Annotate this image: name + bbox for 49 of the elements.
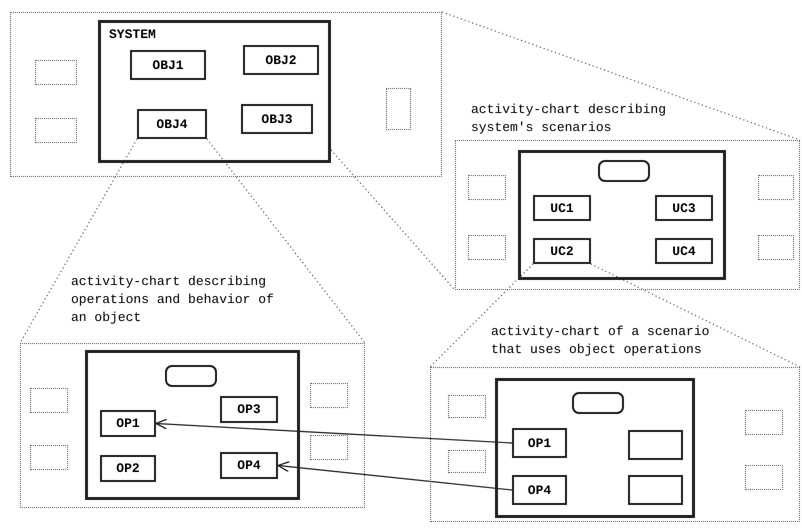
chart-heading: activity-chart describing system's scenarios bbox=[471, 101, 668, 137]
object-box: OBJ3 bbox=[241, 104, 313, 134]
dotted-box bbox=[386, 88, 411, 130]
system-label: SYSTEM bbox=[109, 27, 156, 42]
dotted-box bbox=[35, 118, 77, 143]
dotted-box bbox=[448, 450, 486, 473]
dotted-box bbox=[468, 175, 506, 200]
system-box bbox=[98, 20, 331, 163]
object-box bbox=[628, 475, 683, 505]
rounded-box bbox=[572, 392, 624, 414]
object-box: OBJ2 bbox=[243, 45, 319, 75]
arrow bbox=[155, 418, 512, 444]
dotted-box bbox=[758, 175, 794, 200]
dotted-box bbox=[745, 465, 783, 490]
dotted-box bbox=[448, 395, 486, 418]
dotted-box bbox=[310, 435, 348, 460]
dotted-box bbox=[758, 235, 794, 260]
dotted-box bbox=[35, 60, 77, 85]
dotted-box bbox=[30, 388, 68, 413]
chart-heading: activity-chart of a scenario that uses object operations bbox=[491, 323, 710, 359]
object-box: OBJ4 bbox=[137, 109, 207, 139]
dotted-frame bbox=[10, 12, 442, 177]
object-box: UC3 bbox=[655, 195, 713, 221]
object-box: OP1 bbox=[512, 428, 567, 458]
chart-heading: activity-chart describing operations and behavior of an object bbox=[71, 273, 275, 327]
chart-box bbox=[85, 350, 300, 500]
object-box: OBJ1 bbox=[130, 50, 206, 80]
object-box: OP1 bbox=[100, 410, 156, 437]
dotted-box bbox=[745, 410, 783, 435]
object-box: OP3 bbox=[220, 396, 278, 423]
object-box bbox=[628, 430, 683, 460]
dotted-box bbox=[310, 383, 348, 408]
projection-line bbox=[430, 264, 534, 368]
object-box: UC1 bbox=[533, 195, 591, 221]
object-box: OP4 bbox=[512, 475, 567, 505]
projection-line bbox=[330, 149, 456, 290]
object-box: OP4 bbox=[220, 452, 278, 479]
dotted-box bbox=[30, 445, 68, 470]
object-box: OP2 bbox=[100, 455, 156, 482]
rounded-box bbox=[598, 160, 650, 182]
object-box: UC4 bbox=[655, 238, 713, 264]
object-box: UC2 bbox=[533, 238, 591, 264]
rounded-box bbox=[165, 365, 217, 387]
projection-line bbox=[206, 138, 366, 344]
projection-line bbox=[20, 138, 138, 344]
projection-line bbox=[590, 264, 800, 368]
dotted-box bbox=[468, 235, 506, 260]
chart-box bbox=[518, 150, 726, 280]
chart-box bbox=[495, 378, 695, 518]
